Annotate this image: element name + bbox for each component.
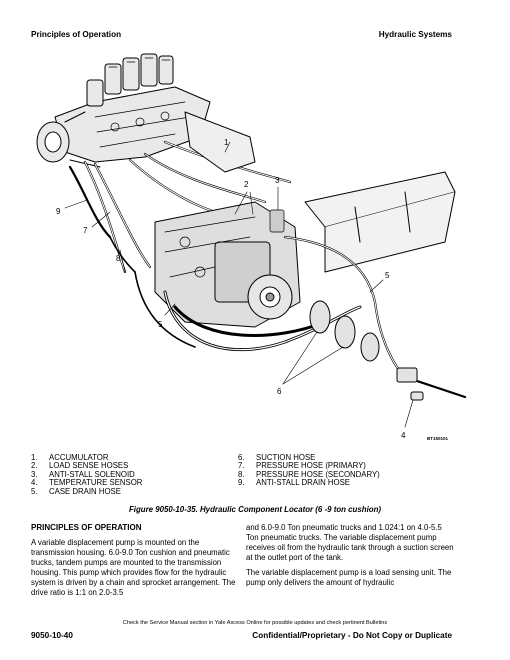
legend-item: 9.ANTI-STALL DRAIN HOSE [238, 478, 351, 488]
callout-1: 1 [224, 138, 229, 147]
legend-item: 3.ANTI-STALL SOLENOID [31, 469, 135, 479]
callout-2: 2 [244, 180, 249, 189]
leader-6b [282, 346, 344, 385]
callout-7: 7 [83, 226, 88, 235]
page-number: 9050-10-40 [31, 631, 73, 640]
callout-6: 6 [277, 387, 282, 396]
leader-4 [404, 399, 414, 428]
control-valve-drawing [36, 53, 211, 168]
legend-item: 6.SUCTION HOSE [238, 453, 316, 462]
body-left-column: PRINCIPLES OF OPERATION A variable displ… [31, 523, 241, 603]
header-section-title: Principles of Operation [31, 30, 122, 39]
paragraph: The variable displacement pump is a load… [246, 568, 452, 587]
legend-item: 1.ACCUMULATOR [31, 453, 109, 462]
leader-9 [64, 199, 88, 209]
leader-1 [224, 141, 231, 153]
legend-item: 7.PRESSURE HOSE (PRIMARY) [238, 461, 366, 471]
legend-right-column: 6.SUCTION HOSE 7.PRESSURE HOSE (PRIMARY)… [238, 453, 380, 488]
leader-5b [369, 279, 384, 293]
legend-item: 2.LOAD SENSE HOSES [31, 461, 129, 471]
callout-9: 9 [56, 207, 61, 216]
paragraph: A variable displacement pump is mounted … [31, 538, 236, 597]
leader-2a [234, 191, 248, 215]
leader-6a [282, 331, 318, 385]
legend-item: 5.CASE DRAIN HOSE [31, 486, 121, 496]
confidential-notice: Confidential/Proprietary - Do Not Copy o… [252, 631, 452, 640]
callout-3: 3 [275, 176, 280, 185]
footer-note: Check the Service Manual section in Yale… [122, 620, 388, 626]
callout-5-left: 5 [158, 320, 163, 329]
pump-drawing [154, 201, 301, 328]
figure-caption: Figure 9050-10-35. Hydraulic Component L… [128, 505, 382, 514]
body-right-column: and 6.0-9.0 Ton pneumatic trucks and 1.0… [246, 523, 456, 593]
leader-5a [164, 303, 176, 316]
leader-8 [119, 249, 126, 273]
paragraph: and 6.0-9.0 Ton pneumatic trucks and 1.0… [246, 523, 454, 562]
hydraulic-component-illustration: 1 2 3 4 5 5 6 7 8 9 BT150101 [36, 53, 467, 441]
header-chapter-title: Hydraulic Systems [378, 30, 452, 39]
leader-2b [249, 191, 254, 215]
leader-7 [91, 211, 111, 228]
legend-item: 4.TEMPERATURE SENSOR [31, 478, 143, 488]
section-title: PRINCIPLES OF OPERATION [31, 523, 142, 532]
callout-4: 4 [401, 431, 406, 440]
figure-id: BT150101 [427, 436, 449, 441]
callout-5-right: 5 [385, 271, 390, 280]
legend-left-column: 1.ACCUMULATOR 2.LOAD SENSE HOSES 3.ANTI-… [31, 453, 143, 496]
callout-8: 8 [116, 254, 121, 263]
legend-item: 8.PRESSURE HOSE (SECONDARY) [238, 469, 380, 479]
